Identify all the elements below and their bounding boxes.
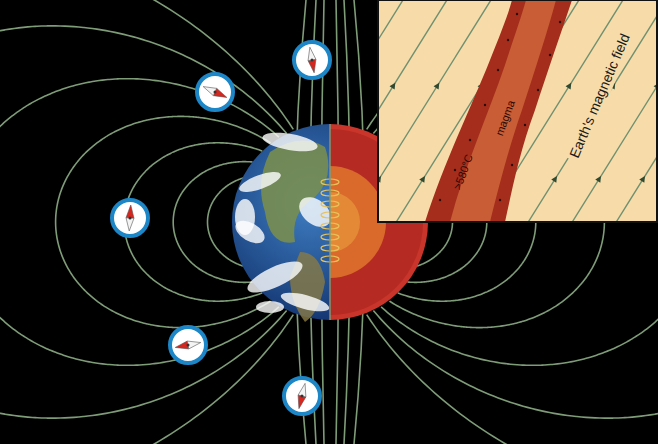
compasses	[112, 42, 330, 414]
compass	[284, 378, 320, 414]
inset	[0, 0, 658, 232]
compass	[170, 327, 206, 363]
compass	[294, 42, 330, 78]
compass	[112, 200, 148, 236]
compass	[197, 74, 233, 110]
